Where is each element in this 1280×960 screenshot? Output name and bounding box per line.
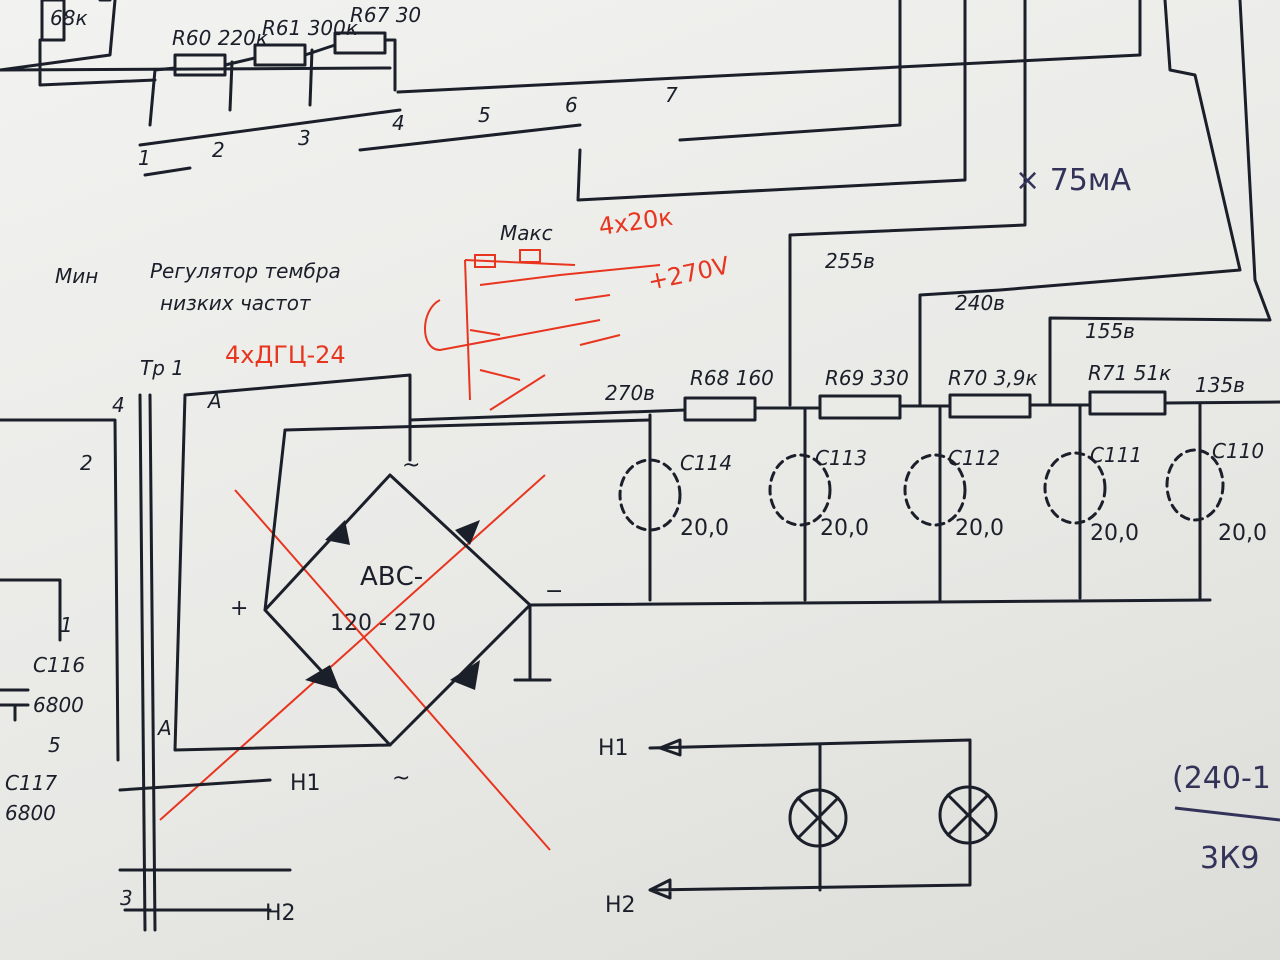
voltage-135: 135в bbox=[1195, 373, 1245, 397]
diode-bridge bbox=[263, 418, 1212, 747]
voltage-255: 255в bbox=[825, 249, 875, 273]
transformer-label: Тр 1 bbox=[140, 356, 184, 380]
tap-a-bottom: A bbox=[156, 716, 172, 740]
voltage-155: 155в bbox=[1085, 319, 1135, 343]
tone-title-1: Регулятор тембра bbox=[150, 259, 341, 283]
r60-label: R60 220к bbox=[172, 26, 268, 50]
pin-2: 2 bbox=[80, 451, 93, 475]
r61-label: R61 300к bbox=[262, 16, 358, 40]
switch-pos-1: 1 bbox=[138, 146, 151, 170]
tone-min-label: Мин bbox=[55, 264, 98, 288]
c112-value: 20,0 bbox=[955, 516, 1004, 541]
switch-pos-5: 5 bbox=[478, 103, 491, 127]
c112-name: C112 bbox=[948, 446, 1000, 470]
pin-4: 4 bbox=[112, 393, 125, 417]
tap-a-top: A bbox=[206, 389, 222, 413]
handwritten-note-1: (240-1 bbox=[1172, 761, 1271, 796]
pin-5: 5 bbox=[48, 733, 61, 757]
red-output-note: +270V bbox=[645, 251, 732, 296]
r71-label: R71 51к bbox=[1088, 361, 1171, 385]
switch-pos-6: 6 bbox=[565, 93, 578, 117]
switch-pos-7: 7 bbox=[665, 83, 678, 107]
c116-value: 6800 bbox=[33, 693, 84, 717]
handwritten-note-2: 3К9 bbox=[1200, 841, 1259, 876]
pin-1: 1 bbox=[60, 613, 73, 637]
top-resistor-ladder bbox=[0, 0, 1272, 407]
r67-label: R67 30 bbox=[350, 3, 421, 27]
c110-name: C110 bbox=[1212, 439, 1264, 463]
switch-pos-4: 4 bbox=[392, 111, 405, 135]
resistor-r59 bbox=[40, 0, 66, 42]
lamp-icon bbox=[938, 785, 998, 845]
c116-name: C116 bbox=[33, 653, 85, 677]
bridge-label-2: 120 - 270 bbox=[330, 611, 436, 636]
c111-value: 20,0 bbox=[1090, 521, 1139, 546]
c117-name: C117 bbox=[5, 771, 57, 795]
bridge-ac-top: ~ bbox=[402, 453, 420, 478]
voltage-240: 240в bbox=[955, 291, 1005, 315]
c110-value: 20,0 bbox=[1218, 521, 1267, 546]
filter-chain bbox=[408, 390, 1280, 602]
tone-max-label: Макс bbox=[500, 221, 553, 245]
resistor-r67 bbox=[333, 31, 387, 55]
c117-value: 6800 bbox=[5, 801, 56, 825]
fraction-line bbox=[1174, 806, 1280, 822]
heater-h1-right: H1 bbox=[598, 736, 629, 761]
red-diodes-note: 4хДГЦ-24 bbox=[225, 341, 346, 369]
switch-pos-3: 3 bbox=[298, 126, 311, 150]
r69-label: R69 330 bbox=[825, 366, 909, 390]
resistor-r60 bbox=[173, 53, 227, 77]
bridge-label-1: АВС- bbox=[360, 562, 423, 592]
pin-3: 3 bbox=[120, 886, 133, 910]
bridge-ac-bottom: ~ bbox=[392, 766, 410, 791]
current-note: × 75мА bbox=[1015, 163, 1131, 198]
heater-h2-left: H2 bbox=[265, 901, 296, 926]
r70-label: R70 3,9к bbox=[948, 366, 1038, 390]
tone-title-2: низких частот bbox=[160, 291, 312, 315]
lamp-icon bbox=[788, 788, 848, 848]
c113-value: 20,0 bbox=[820, 516, 869, 541]
red-bridge-sketch bbox=[159, 249, 661, 851]
red-resistors-note: 4х20к bbox=[597, 203, 675, 241]
heater-h1-left: H1 bbox=[290, 771, 321, 796]
capacitor-c116 bbox=[0, 688, 30, 722]
c114-name: C114 bbox=[680, 451, 732, 475]
transformer-tr1 bbox=[0, 373, 412, 932]
switch-pos-2: 2 bbox=[212, 138, 225, 162]
pilot-lamps bbox=[648, 738, 998, 900]
bridge-minus: − bbox=[545, 579, 563, 604]
r68-label: R68 160 bbox=[690, 366, 774, 390]
bridge-plus: + bbox=[230, 596, 248, 621]
c114-value: 20,0 bbox=[680, 516, 729, 541]
r59-value: 68к bbox=[50, 6, 88, 30]
c111-name: C111 bbox=[1090, 443, 1142, 467]
c113-name: C113 bbox=[815, 446, 867, 470]
heater-h2-right: H2 bbox=[605, 893, 636, 918]
voltage-270: 270в bbox=[605, 381, 655, 405]
